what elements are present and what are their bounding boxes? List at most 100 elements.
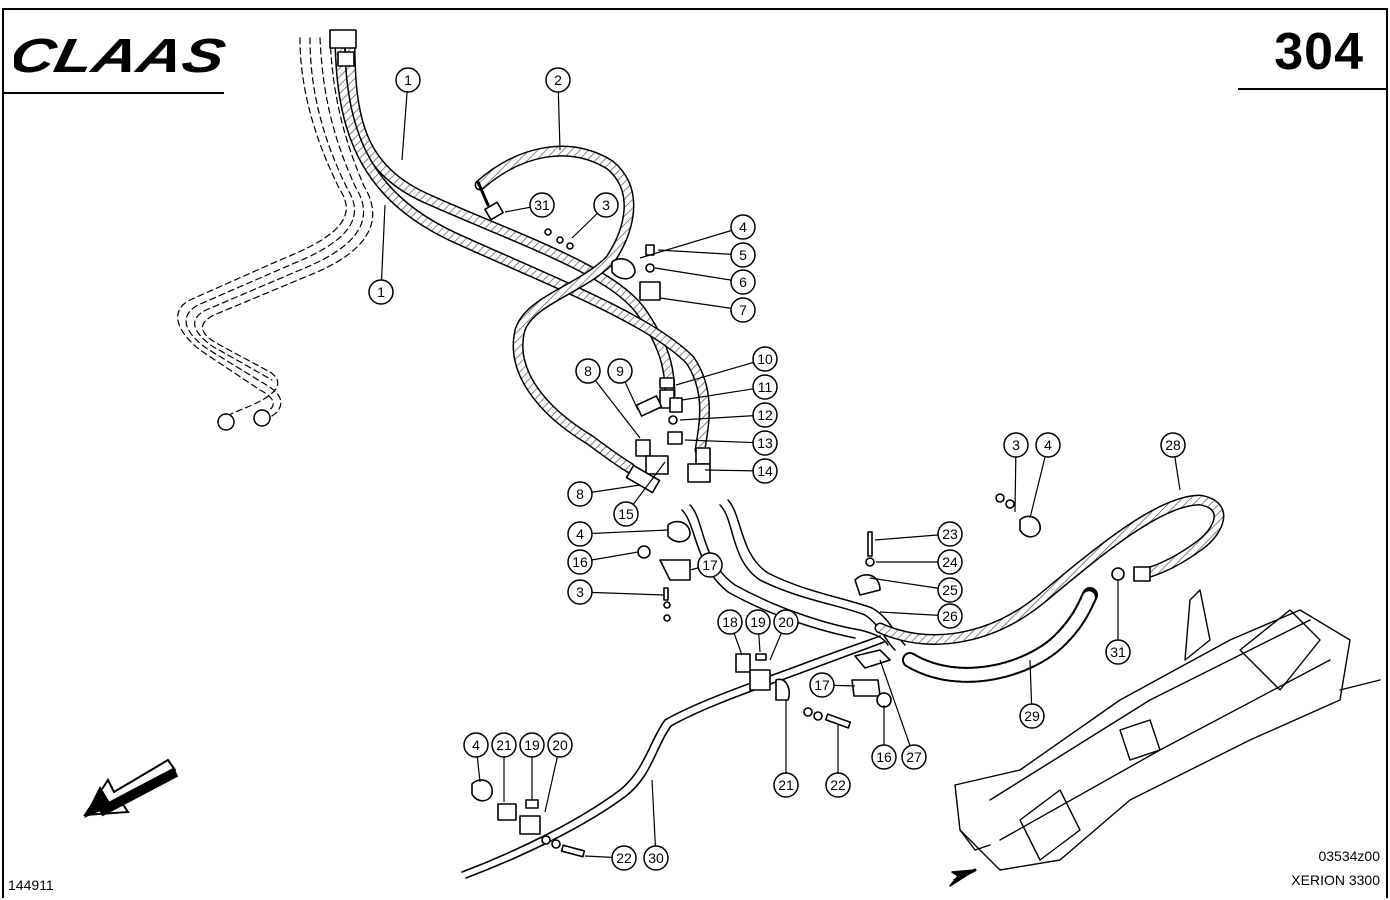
callout-circle	[567, 549, 593, 575]
callout-number: 26	[942, 608, 958, 624]
callout-number: 4	[739, 219, 747, 235]
callout-17: 17	[809, 672, 835, 698]
callout-circle	[697, 552, 723, 578]
border-right	[1386, 8, 1388, 898]
callout-circle	[825, 772, 851, 798]
callout-number: 29	[1024, 708, 1040, 724]
callout-circle	[611, 845, 637, 871]
callout-number: 1	[404, 72, 412, 88]
leader-line	[651, 779, 657, 859]
callout-31: 31	[1105, 639, 1131, 665]
callout-number: 6	[739, 274, 747, 290]
callout-circle	[809, 672, 835, 698]
leader-line	[401, 79, 409, 161]
border-top	[2, 8, 1388, 10]
callout-12: 12	[752, 402, 778, 428]
leader-line	[675, 358, 766, 386]
callout-circle	[752, 374, 778, 400]
callout-number: 13	[757, 435, 773, 451]
callout-30: 30	[643, 845, 669, 871]
callout-number: 8	[584, 363, 592, 379]
callout-circle	[752, 430, 778, 456]
callout-10: 10	[752, 346, 778, 372]
callout-16: 16	[567, 549, 593, 575]
callout-number: 23	[942, 526, 958, 542]
callout-circle	[1003, 432, 1029, 458]
callout-number: 10	[757, 351, 773, 367]
callout-23: 23	[937, 521, 963, 547]
callout-circle	[463, 732, 489, 758]
callout-number: 24	[942, 554, 958, 570]
callout-6: 6	[730, 269, 756, 295]
callout-number: 21	[496, 737, 512, 753]
callout-22: 22	[825, 772, 851, 798]
callout-circle	[730, 214, 756, 240]
callout-28: 28	[1160, 432, 1186, 458]
callout-circle	[395, 67, 421, 93]
callout-number: 3	[602, 197, 610, 213]
brand-logo-text: CLAAS	[14, 30, 230, 78]
callout-11: 11	[752, 374, 778, 400]
hose-28	[874, 494, 1225, 645]
callout-number: 17	[814, 677, 830, 693]
callout-number: 31	[1110, 644, 1126, 660]
callout-circle	[745, 609, 771, 635]
callout-number: 16	[572, 554, 588, 570]
callout-29: 29	[1019, 703, 1045, 729]
callout-number: 22	[616, 850, 632, 866]
callout-circle	[1105, 639, 1131, 665]
callout-number: 17	[702, 557, 718, 573]
chassis-frame-sketch	[954, 589, 1381, 871]
callout-circle	[567, 481, 593, 507]
callout-number: 30	[648, 850, 664, 866]
leader-line	[579, 591, 665, 596]
callout-circle	[519, 732, 545, 758]
callout-number: 19	[524, 737, 540, 753]
drawing-number: 03534z00	[1318, 848, 1380, 864]
callout-circle	[643, 845, 669, 871]
callout-26: 26	[937, 603, 963, 629]
callout-20: 20	[773, 609, 799, 635]
callout-4: 4	[567, 521, 593, 547]
callout-number: 15	[618, 506, 634, 522]
callout-4: 4	[730, 214, 756, 240]
catalog-number: 144911	[8, 877, 54, 893]
callout-number: 2	[554, 72, 562, 88]
frame-direction-arrow-tail	[953, 868, 977, 882]
callout-9: 9	[607, 358, 633, 384]
callout-22: 22	[611, 845, 637, 871]
callout-number: 28	[1165, 437, 1181, 453]
leader-line	[639, 226, 744, 259]
callout-circle	[730, 297, 756, 323]
callout-number: 31	[534, 197, 550, 213]
callout-number: 27	[906, 749, 922, 765]
callout-number: 4	[576, 526, 584, 542]
fittings-cluster	[625, 377, 711, 494]
callout-circle	[937, 549, 963, 575]
callout-24: 24	[937, 549, 963, 575]
callout-number: 18	[722, 614, 738, 630]
leader-line	[679, 414, 766, 421]
callout-number: 19	[750, 614, 766, 630]
callout-5: 5	[730, 242, 756, 268]
header-rule-right	[1238, 88, 1388, 90]
callout-16: 16	[871, 744, 897, 770]
callout-25: 25	[937, 577, 963, 603]
callout-number: 3	[1012, 437, 1020, 453]
callout-circle	[937, 577, 963, 603]
callout-15: 15	[613, 501, 639, 527]
leader-line	[879, 659, 915, 758]
callout-number: 8	[576, 486, 584, 502]
leader-line	[659, 297, 744, 311]
callout-number: 5	[739, 247, 747, 263]
callout-number: 21	[778, 777, 794, 793]
callout-circle	[368, 279, 394, 305]
callout-circle	[773, 772, 799, 798]
callout-3: 3	[567, 579, 593, 605]
callout-circle	[1019, 703, 1045, 729]
callout-14: 14	[752, 458, 778, 484]
callout-circle	[773, 609, 799, 635]
leader-line	[587, 370, 641, 439]
